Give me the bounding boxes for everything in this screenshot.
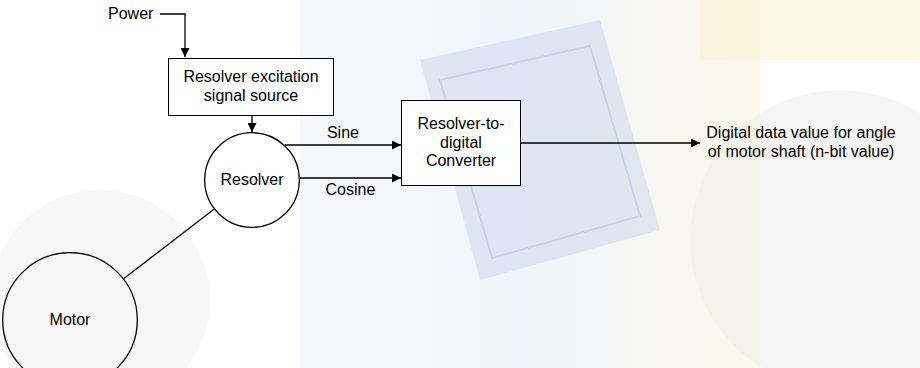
- shaft-line: [124, 209, 214, 278]
- output-arrow: [521, 142, 700, 143]
- signal-arrow: [285, 144, 401, 145]
- signal-arrow: [251, 116, 252, 132]
- node-text-group: Motor: [50, 311, 91, 330]
- circle-shape: [205, 133, 300, 228]
- watermark-band: [300, 0, 760, 368]
- resolver-circle: Resolver: [204, 132, 300, 228]
- power-wire: [160, 14, 185, 57]
- signal-label: Power: [108, 5, 153, 24]
- watermark-disc: [0, 190, 210, 368]
- node-text-group: Resolver-to-digital Converter: [410, 115, 512, 172]
- signal-name: Cosine: [326, 181, 376, 200]
- circle-shape: [3, 253, 138, 368]
- node-label: Resolver: [220, 171, 283, 190]
- signal-arrow: [300, 177, 401, 178]
- node-label: Resolver excitation signal source: [177, 68, 325, 106]
- node-text-group: Resolver excitation signal source: [177, 68, 325, 106]
- output-label: Digital data value for angle of motor sh…: [706, 124, 896, 162]
- converter-box: Resolver-to-digital Converter: [401, 100, 521, 186]
- circle-outline: [2, 252, 138, 368]
- watermark-disc: [690, 90, 920, 368]
- signal-name: Sine: [327, 124, 359, 143]
- node-label: Motor: [50, 311, 91, 330]
- process-box: Resolver excitation signal source: [168, 58, 334, 116]
- watermark-glow: [700, 0, 920, 60]
- node-label: Resolver-to-digital Converter: [410, 115, 512, 172]
- node-text-group: Resolver: [220, 171, 283, 190]
- motor-circle: Motor: [2, 252, 138, 368]
